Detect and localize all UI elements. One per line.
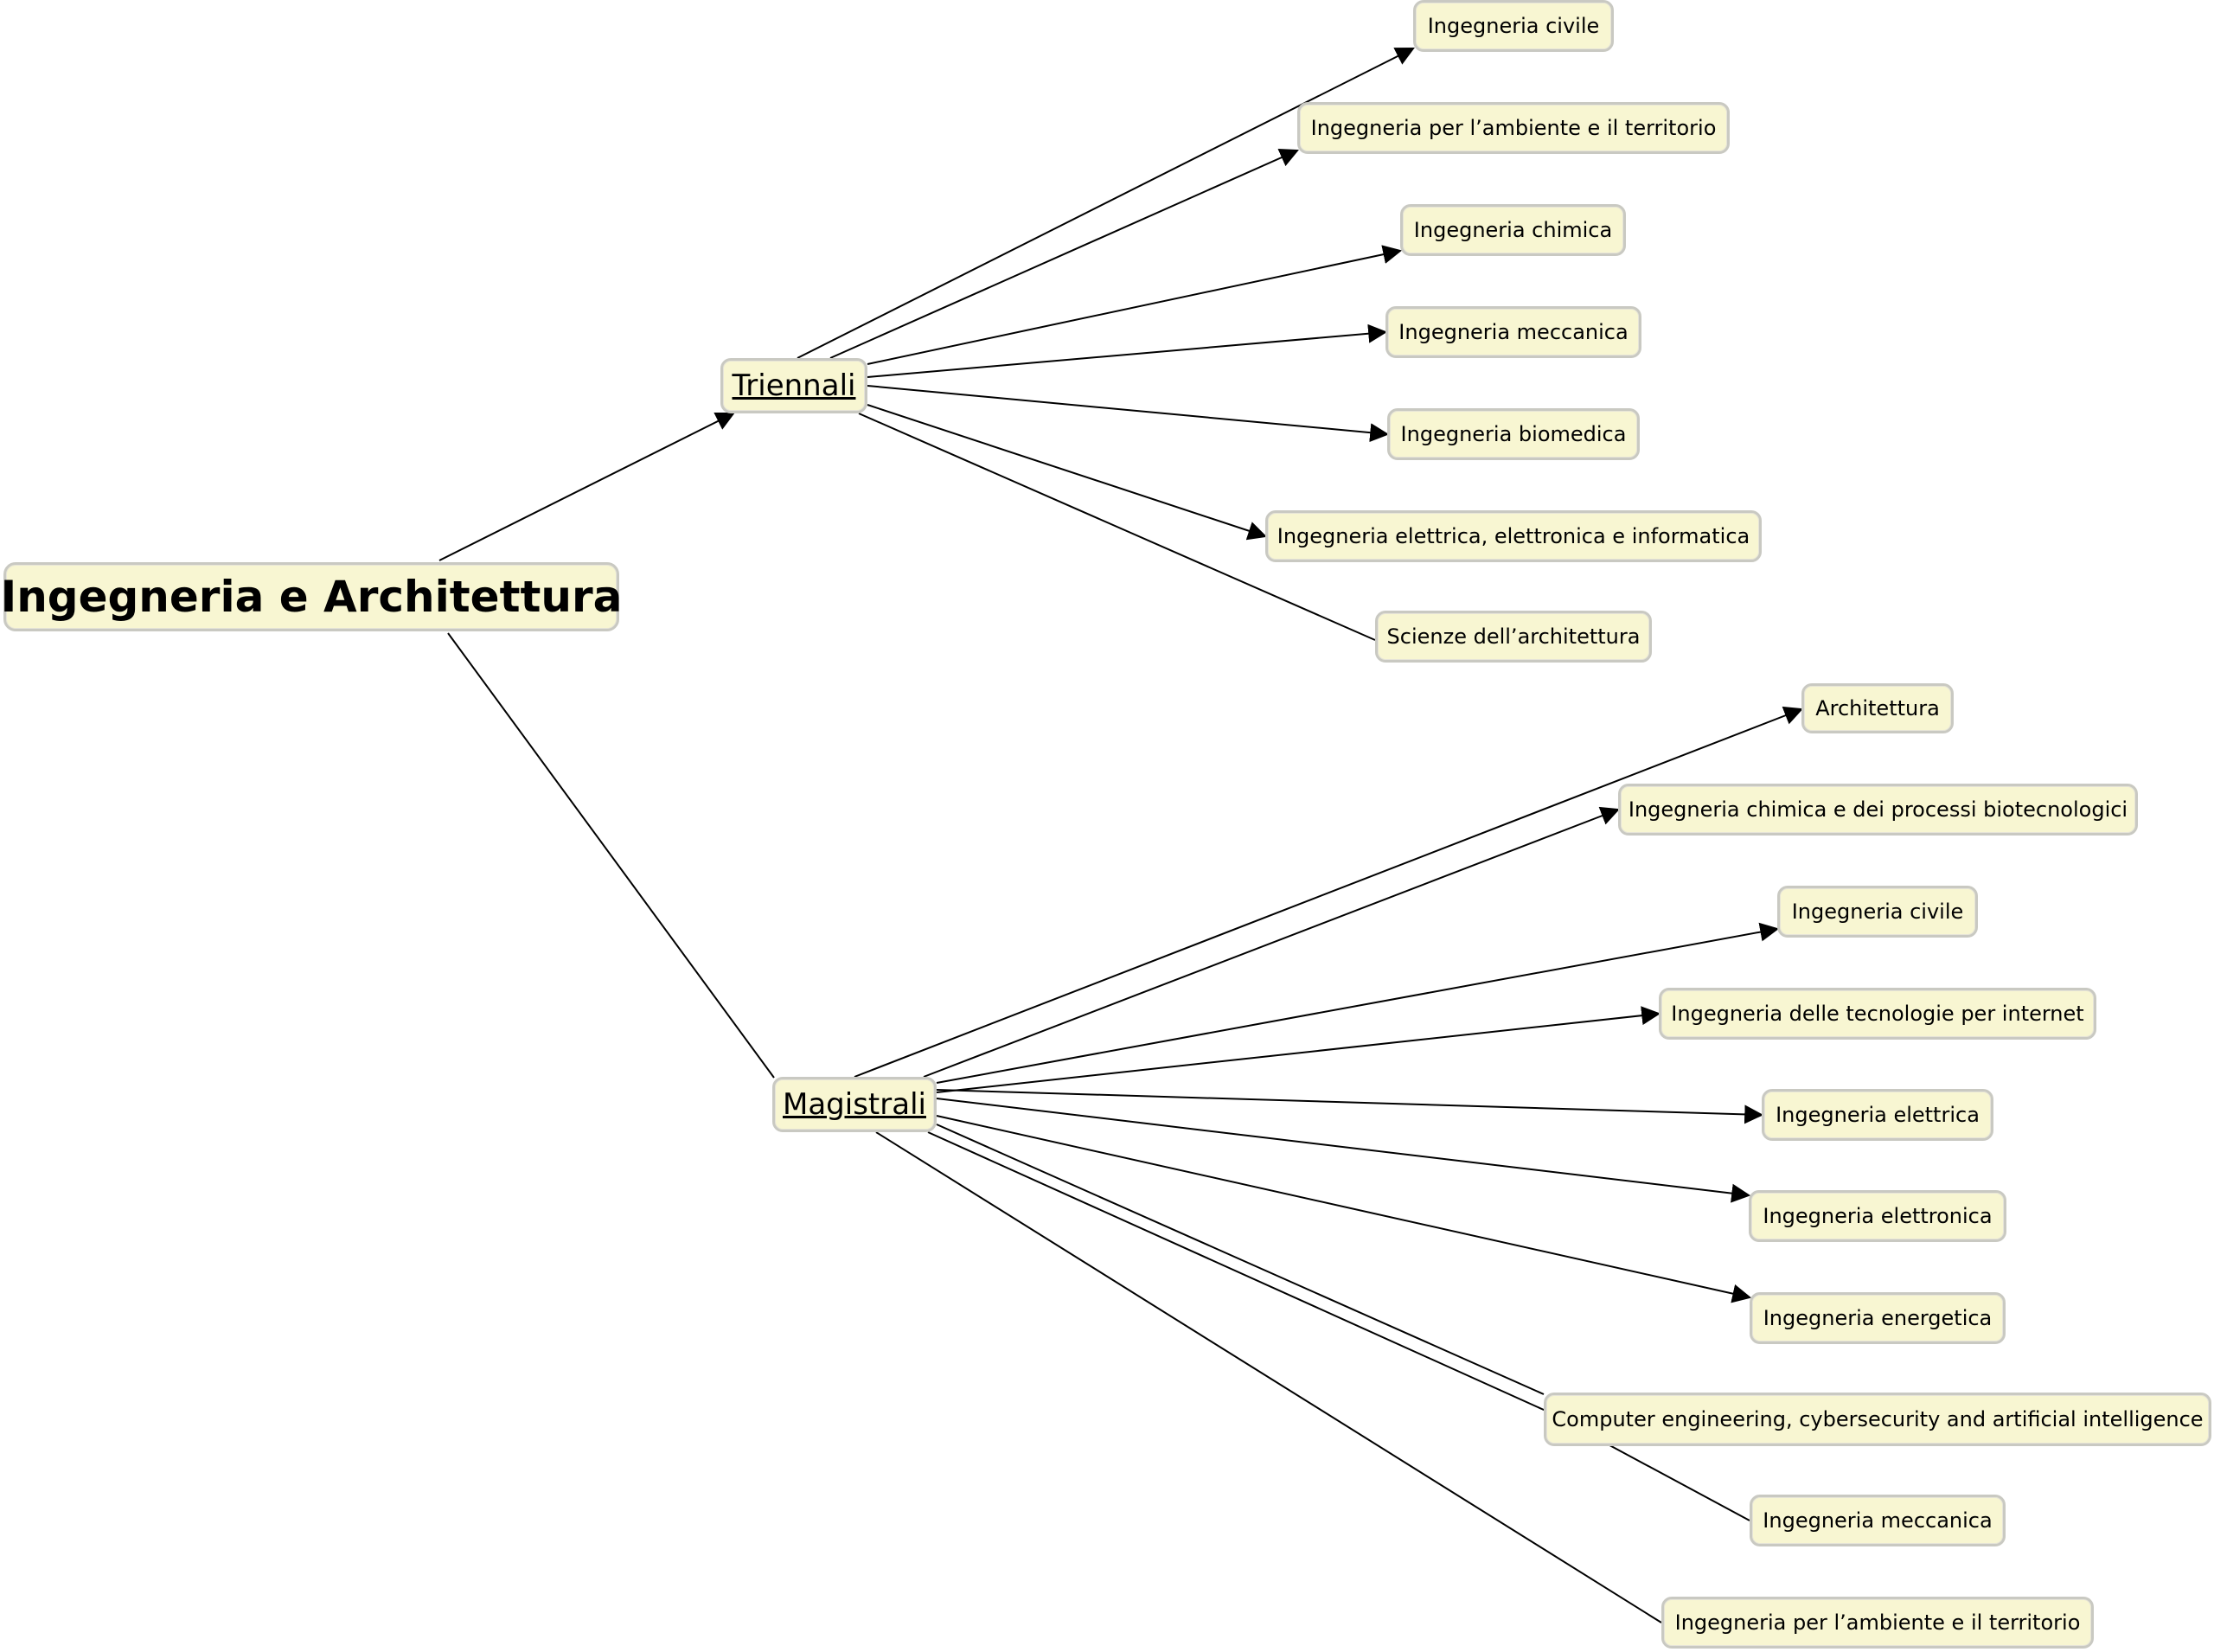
triennali-leaf-chimica[interactable]: Ingegneria chimica bbox=[1400, 204, 1626, 256]
magistrali-leaf-elettronica[interactable]: Ingegneria elettronica bbox=[1749, 1190, 2006, 1242]
edge-magistrali-elettrica bbox=[936, 1089, 1764, 1124]
leaf-label: Ingegneria meccanica bbox=[1398, 320, 1629, 344]
leaf-label: Ingegneria meccanica bbox=[1763, 1508, 1993, 1533]
triennali-leaf-elettrica-elettronica-informatica[interactable]: Ingegneria elettrica, elettronica e info… bbox=[1265, 510, 1762, 562]
edge-triennali-civile bbox=[797, 48, 1415, 359]
leaf-label: Ingegneria civile bbox=[1427, 14, 1600, 38]
edge-triennali-meccanica bbox=[867, 323, 1388, 378]
leaf-label: Ingegneria delle tecnologie per internet bbox=[1671, 1002, 2084, 1026]
leaf-label: Ingegneria biomedica bbox=[1400, 422, 1627, 446]
edge-triennali-scienze bbox=[858, 413, 1376, 641]
edge-root-magistrali bbox=[447, 632, 775, 1079]
leaf-label: Ingegneria elettrica bbox=[1776, 1103, 1980, 1127]
magistrali-leaf-computer-engineering[interactable]: Computer engineering, cybersecurity and … bbox=[1544, 1393, 2211, 1446]
triennali-leaf-ambiente-territorio[interactable]: Ingegneria per l’ambiente e il territori… bbox=[1297, 102, 1730, 154]
edge-root-triennali bbox=[438, 413, 735, 561]
edge-triennali-ambiente bbox=[829, 148, 1300, 359]
triennali-leaf-scienze-architettura[interactable]: Scienze dell’architettura bbox=[1375, 611, 1652, 663]
leaf-label: Ingegneria elettrica, elettronica e info… bbox=[1277, 524, 1750, 548]
leaf-label: Architettura bbox=[1815, 696, 1940, 720]
leaf-label: Ingegneria civile bbox=[1791, 900, 1964, 924]
edge-magistrali-computer bbox=[936, 1124, 1545, 1395]
leaf-label: Computer engineering, cybersecurity and … bbox=[1552, 1407, 2204, 1431]
magistrali-leaf-elettrica[interactable]: Ingegneria elettrica bbox=[1762, 1089, 1993, 1141]
leaf-label: Scienze dell’architettura bbox=[1386, 624, 1641, 649]
edge-magistrali-chimica bbox=[923, 806, 1621, 1078]
edge-magistrali-energetica bbox=[936, 1115, 1752, 1303]
edge-triennali-chimica bbox=[867, 245, 1403, 365]
magistrali-leaf-civile[interactable]: Ingegneria civile bbox=[1777, 886, 1978, 938]
magistrali-node[interactable]: Magistrali bbox=[772, 1077, 937, 1132]
magistrali-leaf-chimica-processi-biotecnologici[interactable]: Ingegneria chimica e dei processi biotec… bbox=[1618, 784, 2138, 836]
root-node[interactable]: Ingegneria e Architettura bbox=[1, 562, 622, 631]
edge-magistrali-ambiente bbox=[875, 1131, 1662, 1623]
edge-magistrali-computer-2 bbox=[927, 1131, 1545, 1411]
leaf-label: Ingegneria per l’ambiente e il territori… bbox=[1310, 116, 1717, 140]
triennali-leaf-meccanica[interactable]: Ingegneria meccanica bbox=[1385, 306, 1641, 358]
triennali-node[interactable]: Triennali bbox=[720, 358, 867, 413]
triennali-leaf-civile[interactable]: Ingegneria civile bbox=[1413, 0, 1614, 52]
leaf-label: Ingegneria energetica bbox=[1763, 1306, 1993, 1330]
edge-magistrali-elettronica bbox=[936, 1098, 1751, 1203]
leaf-label: Ingegneria chimica e dei processi biotec… bbox=[1628, 797, 2128, 822]
edge-magistrali-tecnologie bbox=[936, 1006, 1661, 1093]
magistrali-leaf-tecnologie-internet[interactable]: Ingegneria delle tecnologie per internet bbox=[1659, 988, 2096, 1040]
edge-triennali-biomedica bbox=[867, 385, 1390, 443]
leaf-label: Ingegneria per l’ambiente e il territori… bbox=[1674, 1610, 2081, 1635]
edge-magistrali-architettura bbox=[854, 706, 1804, 1078]
triennali-link[interactable]: Triennali bbox=[732, 368, 856, 403]
edge-triennali-elettrica bbox=[867, 404, 1268, 541]
edge-magistrali-civile bbox=[936, 922, 1780, 1084]
magistrali-leaf-meccanica[interactable]: Ingegneria meccanica bbox=[1750, 1495, 2006, 1546]
leaf-label: Ingegneria chimica bbox=[1413, 218, 1613, 242]
magistrali-leaf-ambiente-territorio[interactable]: Ingegneria per l’ambiente e il territori… bbox=[1661, 1597, 2094, 1649]
leaf-label: Ingegneria elettronica bbox=[1763, 1204, 1993, 1228]
root-node-label: Ingegneria e Architettura bbox=[0, 572, 623, 622]
triennali-leaf-biomedica[interactable]: Ingegneria biomedica bbox=[1387, 408, 1640, 460]
magistrali-leaf-energetica[interactable]: Ingegneria energetica bbox=[1750, 1292, 2006, 1344]
magistrali-leaf-architettura[interactable]: Architettura bbox=[1801, 683, 1954, 733]
magistrali-link[interactable]: Magistrali bbox=[783, 1087, 926, 1122]
